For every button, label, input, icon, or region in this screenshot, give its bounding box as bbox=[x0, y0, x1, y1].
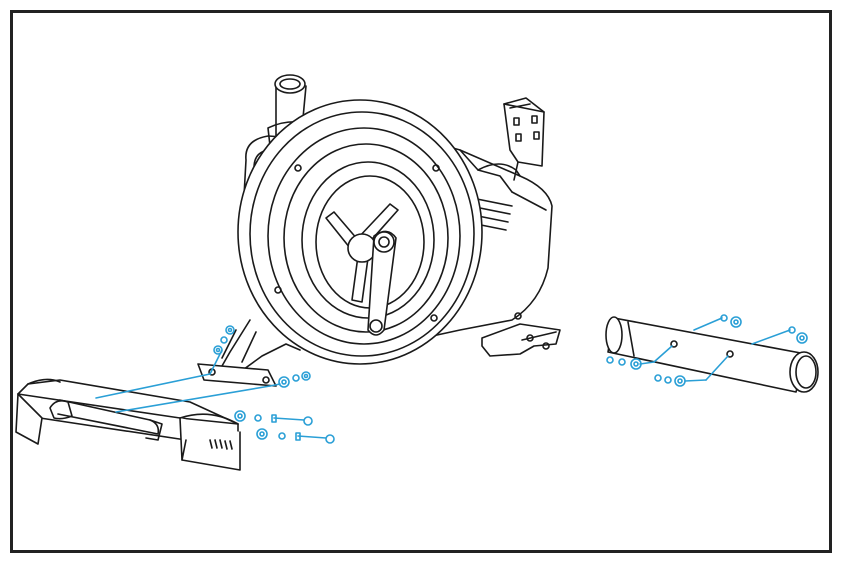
flywheel bbox=[237, 99, 483, 365]
front-right-washers bbox=[269, 371, 311, 388]
bolts bbox=[234, 410, 335, 444]
washers bbox=[606, 314, 808, 387]
crank-arm bbox=[367, 230, 397, 336]
front-stabilizer bbox=[15, 378, 241, 471]
rear-stabilizer bbox=[605, 316, 819, 393]
front-upper-bolts bbox=[213, 325, 235, 355]
